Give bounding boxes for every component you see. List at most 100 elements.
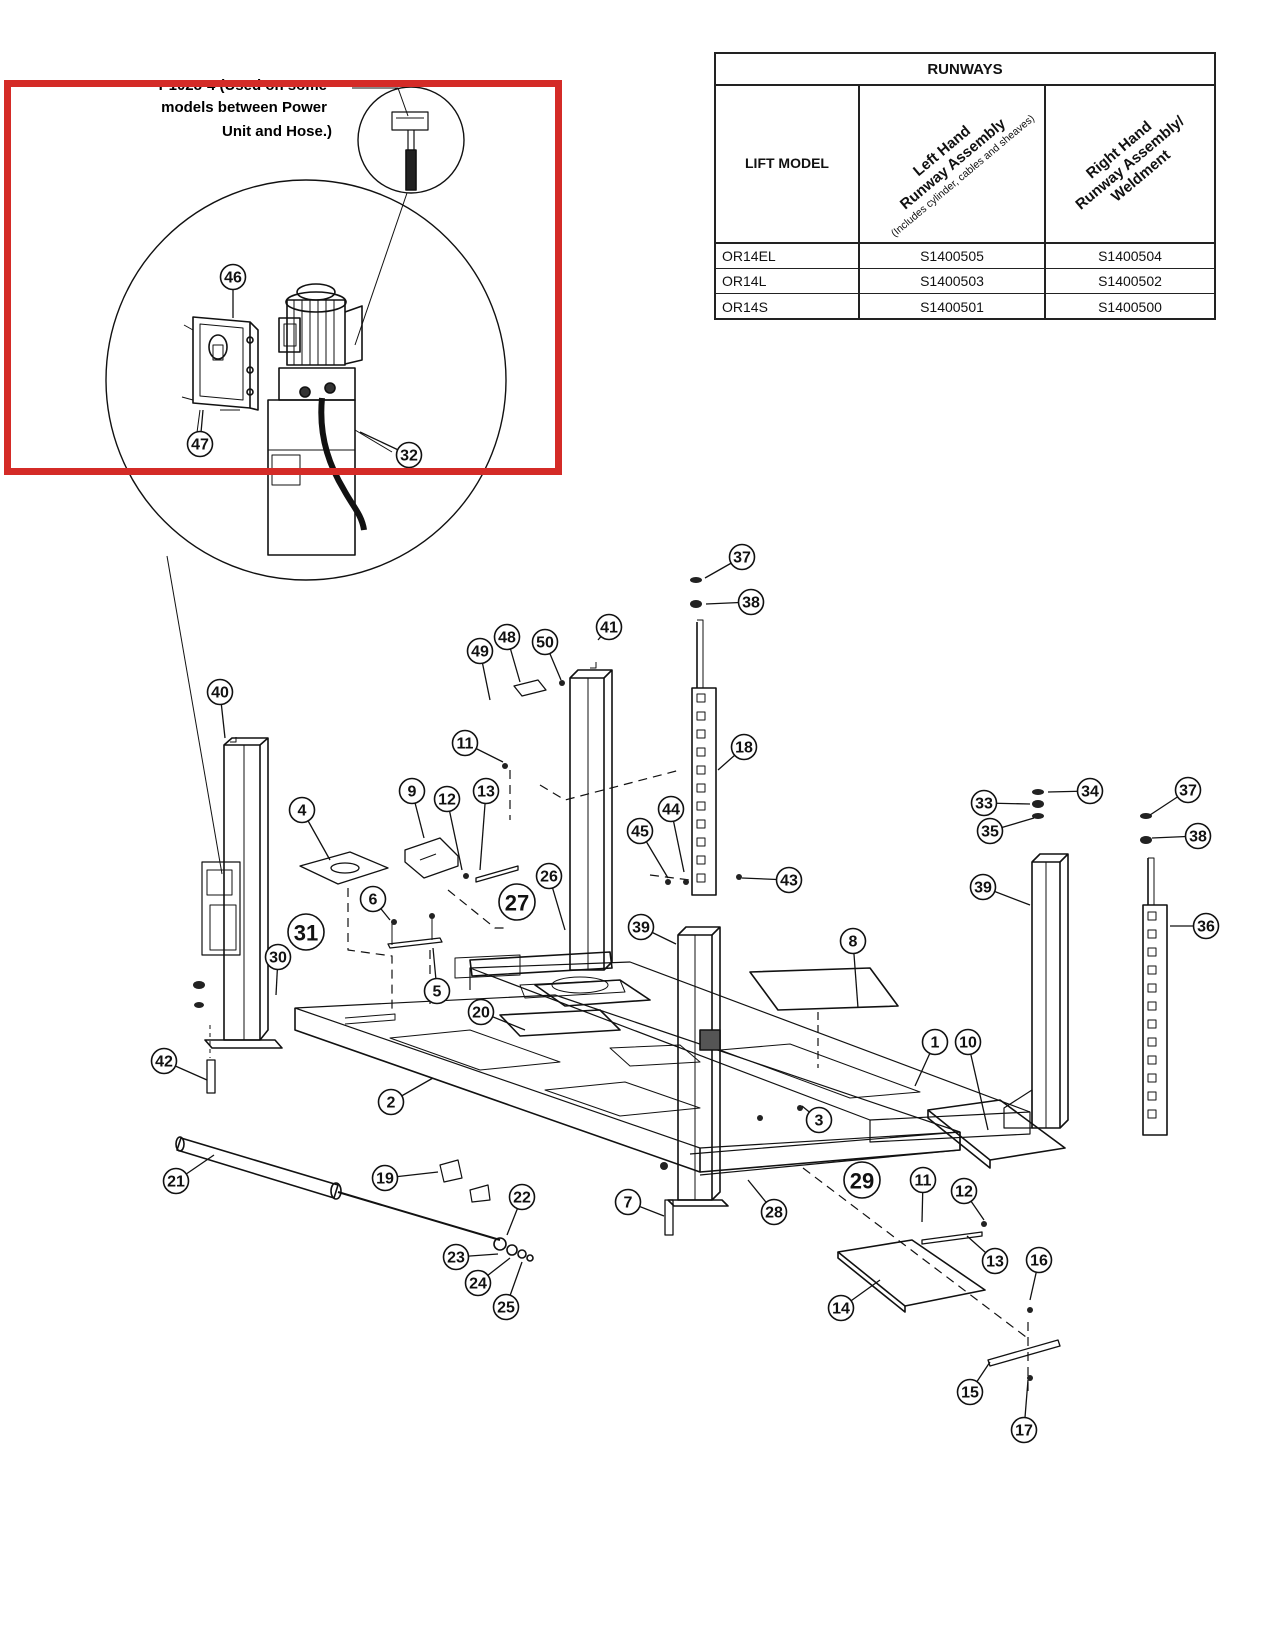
callout-circle (970, 789, 998, 817)
callout-label-13: 13 (986, 1254, 1004, 1271)
callout-circle (371, 1164, 399, 1192)
callout-label-6: 6 (369, 892, 378, 909)
callout-circle (377, 1088, 405, 1116)
callout-label-38: 38 (1189, 829, 1207, 846)
callout-label-40: 40 (211, 685, 229, 702)
callout-circle (595, 613, 623, 641)
callout-label-38: 38 (742, 595, 760, 612)
cell-model: OR14S (716, 294, 860, 319)
callout-label-43: 43 (780, 873, 798, 890)
callout-label-24: 24 (469, 1276, 487, 1293)
callout-label-29: 29 (850, 1169, 874, 1194)
callout-label-2: 2 (387, 1095, 396, 1112)
col-header-right: Right Hand Runway Assembly/ Weldment (1046, 84, 1214, 244)
callout-label-48: 48 (498, 630, 516, 647)
callout-circle (839, 927, 867, 955)
callout-label-10: 10 (959, 1035, 977, 1052)
callout-circle (827, 1294, 855, 1322)
callout-label-15: 15 (961, 1385, 979, 1402)
callout-circle (423, 977, 451, 1005)
callout-circle (359, 885, 387, 913)
note-line-2: models between Power (161, 99, 327, 116)
callout-label-23: 23 (447, 1250, 465, 1267)
callout-label-49: 49 (471, 644, 489, 661)
callout-circle (1010, 1416, 1038, 1444)
callout-circle (186, 430, 214, 458)
callout-circle (219, 263, 247, 291)
callout-circle (728, 543, 756, 571)
table-row: OR14L S1400503 S1400502 (716, 269, 1214, 294)
callout-label-1: 1 (931, 1035, 940, 1052)
crossbeams (454, 951, 961, 1176)
cell-left: S1400503 (860, 269, 1046, 293)
callout-label-12: 12 (438, 792, 456, 809)
callout-circle (981, 1247, 1009, 1275)
callout-label-34: 34 (1081, 784, 1099, 801)
callout-circle (398, 777, 426, 805)
callout-label-9: 9 (408, 784, 417, 801)
callout-leader (967, 1041, 989, 1131)
callout-circle (657, 795, 685, 823)
callout-label-39: 39 (974, 880, 992, 897)
callout-label-19: 19 (376, 1171, 394, 1188)
callout-circle (969, 873, 997, 901)
ramp-10 (927, 1099, 1066, 1169)
cell-left: S1400505 (860, 244, 1046, 268)
cell-right: S1400500 (1098, 298, 1162, 315)
ramp-14 (837, 1239, 986, 1313)
ladder-18 (691, 619, 717, 896)
ladder-36 (1142, 857, 1168, 1136)
callout-label-41: 41 (600, 620, 618, 637)
callout-circle (626, 817, 654, 845)
callout-label-8: 8 (849, 934, 858, 951)
callout-circle (627, 913, 655, 941)
callout-circle (909, 1166, 937, 1194)
table-row: OR14EL S1400505 S1400504 (716, 244, 1214, 269)
callout-circle (956, 1378, 984, 1406)
power-unit-detail (105, 86, 507, 875)
callout-label-47: 47 (191, 437, 209, 454)
callout-circle (730, 733, 758, 761)
column-39-right (1003, 853, 1069, 1129)
callout-label-39: 39 (632, 920, 650, 937)
turnplate-area (499, 976, 721, 1067)
callout-circle (492, 1293, 520, 1321)
callout-circle (1184, 822, 1212, 850)
col-header-left: Left Hand Runway Assembly (Includes cyli… (860, 84, 1046, 244)
callout-circle (442, 1243, 470, 1271)
callout-circle (150, 1047, 178, 1075)
cell-model: OR14EL (716, 244, 860, 268)
callout-label-26: 26 (540, 869, 558, 886)
callout-circle (535, 862, 563, 890)
col-header-model: LIFT MODEL (716, 84, 860, 244)
callout-label-4: 4 (298, 803, 307, 820)
callout-circle (737, 588, 765, 616)
column-41 (569, 662, 613, 971)
callout-circle (976, 817, 1004, 845)
sheave-plate-19b (469, 1184, 491, 1203)
col-left-line-2: Runway Assembly (896, 115, 1009, 214)
callout-label-21: 21 (167, 1174, 185, 1191)
callout-circle (162, 1167, 190, 1195)
callout-label-42: 42 (155, 1054, 173, 1071)
callout-circle (395, 441, 423, 469)
callout-label-7: 7 (624, 1195, 633, 1212)
callout-label-33: 33 (975, 796, 993, 813)
callout-label-22: 22 (513, 1190, 531, 1207)
callout-circle (472, 777, 500, 805)
note-line-3: Unit and Hose.) (222, 123, 332, 140)
callout-label-20: 20 (472, 1005, 490, 1022)
table-title: RUNWAYS (716, 54, 1214, 86)
plate-8 (749, 967, 899, 1011)
callout-circle (451, 729, 479, 757)
callout-circle (1076, 777, 1104, 805)
callout-label-35: 35 (981, 824, 999, 841)
column-39-front (667, 926, 729, 1207)
callout-label-12: 12 (955, 1184, 973, 1201)
callout-label-37: 37 (733, 550, 751, 567)
callout-label-50: 50 (536, 635, 554, 652)
callout-circle (288, 796, 316, 824)
sheave-plate-19 (439, 1159, 463, 1183)
callout-label-17: 17 (1015, 1423, 1033, 1440)
